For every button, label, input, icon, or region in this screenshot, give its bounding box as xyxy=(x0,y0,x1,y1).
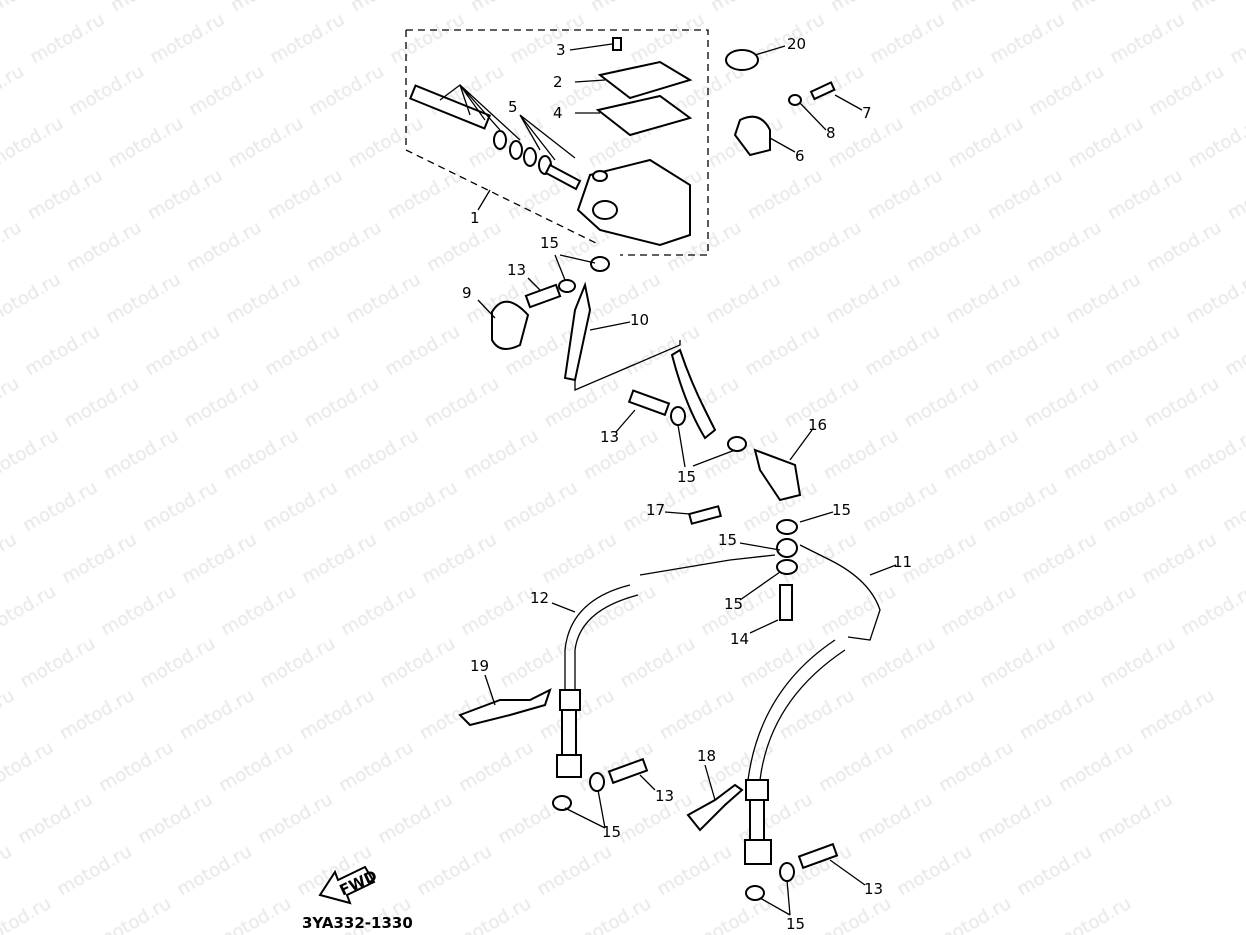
callout-10: 10 xyxy=(630,311,649,329)
bracket-19 xyxy=(458,688,552,727)
bolt-7 xyxy=(809,81,836,101)
callout-19: 19 xyxy=(470,657,489,675)
callout-15: 15 xyxy=(677,468,696,486)
callout-13: 13 xyxy=(600,428,619,446)
callout-15: 15 xyxy=(724,595,743,613)
cap-9 xyxy=(491,300,530,350)
callout-4: 4 xyxy=(553,104,563,122)
callout-15: 15 xyxy=(718,531,737,549)
hose-10 xyxy=(563,281,592,382)
callout-15: 15 xyxy=(602,823,621,841)
callout-15: 15 xyxy=(832,501,851,519)
callout-9: 9 xyxy=(462,284,472,302)
callout-13: 13 xyxy=(507,261,526,279)
callout-7: 7 xyxy=(862,104,872,122)
callout-13: 13 xyxy=(655,787,674,805)
callout-8: 8 xyxy=(826,124,836,142)
holder-6 xyxy=(733,115,771,157)
callout-13: 13 xyxy=(864,880,883,898)
callout-group: 3 20 2 7 4 5 8 6 1 15 13 9 10 16 13 15 17 15 15 11 12 15 14 19 1… xyxy=(462,35,912,933)
callout-6: 6 xyxy=(795,147,805,165)
callout-20: 20 xyxy=(787,35,806,53)
callout-18: 18 xyxy=(697,747,716,765)
callout-17: 17 xyxy=(646,501,665,519)
callout-15: 15 xyxy=(540,234,559,252)
joint-16 xyxy=(753,448,802,502)
callout-12: 12 xyxy=(530,589,549,607)
assembly-box xyxy=(405,29,709,256)
callout-11: 11 xyxy=(893,553,912,571)
fwd-arrow: FWD xyxy=(318,865,380,905)
callout-5: 5 xyxy=(508,98,518,116)
washer-8 xyxy=(788,94,802,106)
callout-2: 2 xyxy=(553,73,563,91)
master-cylinder-body xyxy=(576,158,691,247)
cap-20 xyxy=(725,49,759,71)
piston-kit xyxy=(408,84,582,191)
diagram-code: 3YA332-1330 xyxy=(302,914,413,932)
callout-3: 3 xyxy=(556,41,566,59)
callout-16: 16 xyxy=(808,416,827,434)
callout-15: 15 xyxy=(786,915,805,933)
reservoir-cover xyxy=(595,37,693,137)
callout-1: 1 xyxy=(470,209,480,227)
callout-14: 14 xyxy=(730,630,749,648)
bracket-18 xyxy=(686,783,744,832)
